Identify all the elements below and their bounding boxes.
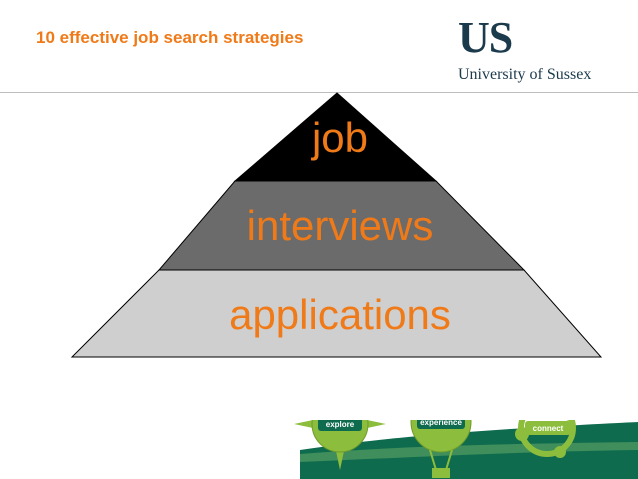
university-logo: US University of Sussex [458, 16, 618, 86]
pyramid-label-interviews: interviews [247, 202, 434, 249]
connect-badge: connect [515, 420, 576, 458]
explore-badge: explore [294, 420, 386, 470]
pyramid-tier-job [233, 92, 438, 182]
experience-label: experience [420, 420, 462, 427]
explore-label: explore [326, 420, 355, 429]
logo-mark: US [458, 13, 513, 62]
footer-band-light [300, 442, 638, 462]
logo-name: University of Sussex [458, 66, 592, 83]
pyramid-label-applications: applications [229, 291, 451, 338]
header-divider [0, 92, 638, 93]
connect-label: connect [533, 424, 564, 433]
experience-badge: experience [410, 420, 472, 478]
footer-branding: explore experience connect [294, 420, 638, 479]
slide-title: 10 effective job search strategies [36, 28, 304, 47]
pyramid-label-job: job [310, 114, 368, 161]
